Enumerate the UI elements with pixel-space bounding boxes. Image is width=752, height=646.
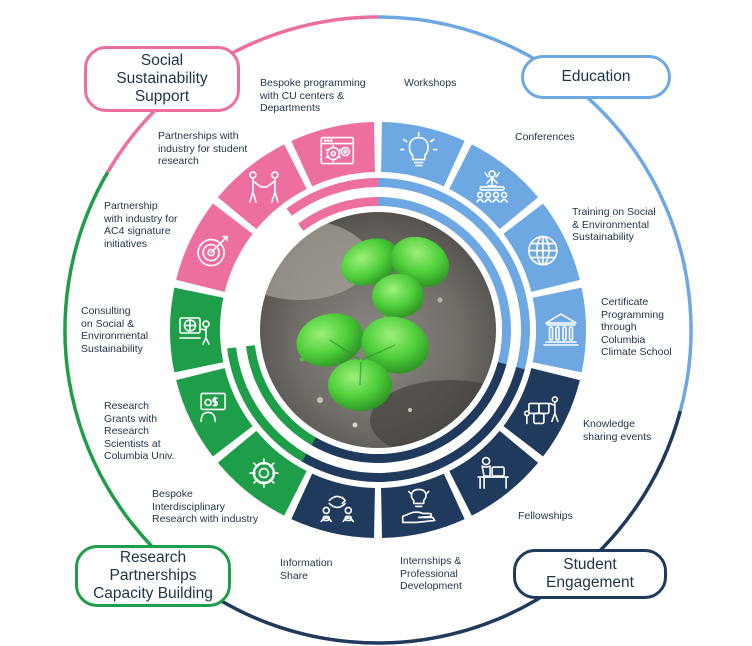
inner-ring-social — [286, 178, 379, 216]
outer-arc-education — [377, 15, 693, 413]
wedge-4 — [503, 368, 580, 457]
wedge-0 — [381, 122, 465, 187]
item-label-13: Bespoke programming with CU centers & De… — [260, 77, 366, 114]
item-label-9: Research Grants with Research Scientists… — [104, 400, 175, 462]
item-label-3: Certificate Programming through Columbia… — [601, 296, 672, 358]
consultant-screen-icon — [179, 317, 210, 345]
lightbulb-icon — [399, 131, 438, 167]
inner-ring-student — [301, 367, 525, 482]
hand-with-idea-icon — [401, 488, 436, 524]
people-exchange-icon — [320, 495, 355, 523]
category-social: Social Sustainability Support — [84, 46, 240, 112]
inner-band-student — [310, 362, 507, 464]
audience-presenter-icon — [476, 170, 508, 203]
item-label-10: Consulting on Social & Environmental Sus… — [81, 305, 149, 355]
inner-ring-research — [227, 346, 307, 462]
inner-ring — [226, 178, 530, 482]
item-label-1: Conferences — [515, 131, 575, 143]
item-wedges — [170, 122, 586, 538]
category-student: Student Engagement — [513, 549, 667, 599]
item-label-5: Fellowships — [518, 510, 573, 522]
wedge-6 — [381, 473, 465, 538]
puzzle-people-icon — [523, 396, 559, 425]
wedge-5 — [449, 430, 539, 516]
handshake-icon — [249, 171, 279, 203]
wedge-13 — [291, 122, 375, 187]
category-research: Research Partnerships Capacity Building — [75, 545, 231, 607]
leaf-upper — [341, 236, 450, 318]
item-label-12: Partnerships with industry for student r… — [158, 130, 248, 167]
item-label-8: Bespoke Interdisciplinary Research with … — [152, 488, 259, 525]
clover-sprout-photo — [254, 206, 502, 454]
institution-building-icon — [543, 313, 579, 346]
category-education: Education — [521, 55, 671, 99]
person-at-desk-icon — [477, 456, 509, 489]
wedge-9 — [176, 368, 253, 457]
leaf-lower — [296, 313, 429, 411]
target-icon — [197, 235, 228, 267]
wedge-10 — [170, 287, 224, 373]
inner-band-social — [297, 197, 379, 231]
browser-gears-icon — [320, 136, 355, 165]
item-label-11: Partnership with industry for AC4 signat… — [104, 200, 178, 250]
outer-arc-student — [219, 410, 683, 645]
person-grant-icon — [200, 392, 226, 423]
gear-icon — [249, 458, 279, 488]
item-label-4: Knowledge sharing events — [583, 418, 652, 443]
wedge-8 — [217, 430, 307, 516]
wedge-2 — [503, 203, 580, 292]
item-label-2: Training on Social & Environmental Susta… — [572, 206, 656, 243]
item-label-0: Workshops — [404, 77, 457, 89]
item-label-6: Internships & Professional Development — [400, 555, 462, 592]
wedge-11 — [176, 203, 253, 292]
inner-band-research — [245, 344, 316, 446]
item-label-7: Information Share — [280, 557, 333, 582]
globe-icon — [528, 235, 558, 266]
